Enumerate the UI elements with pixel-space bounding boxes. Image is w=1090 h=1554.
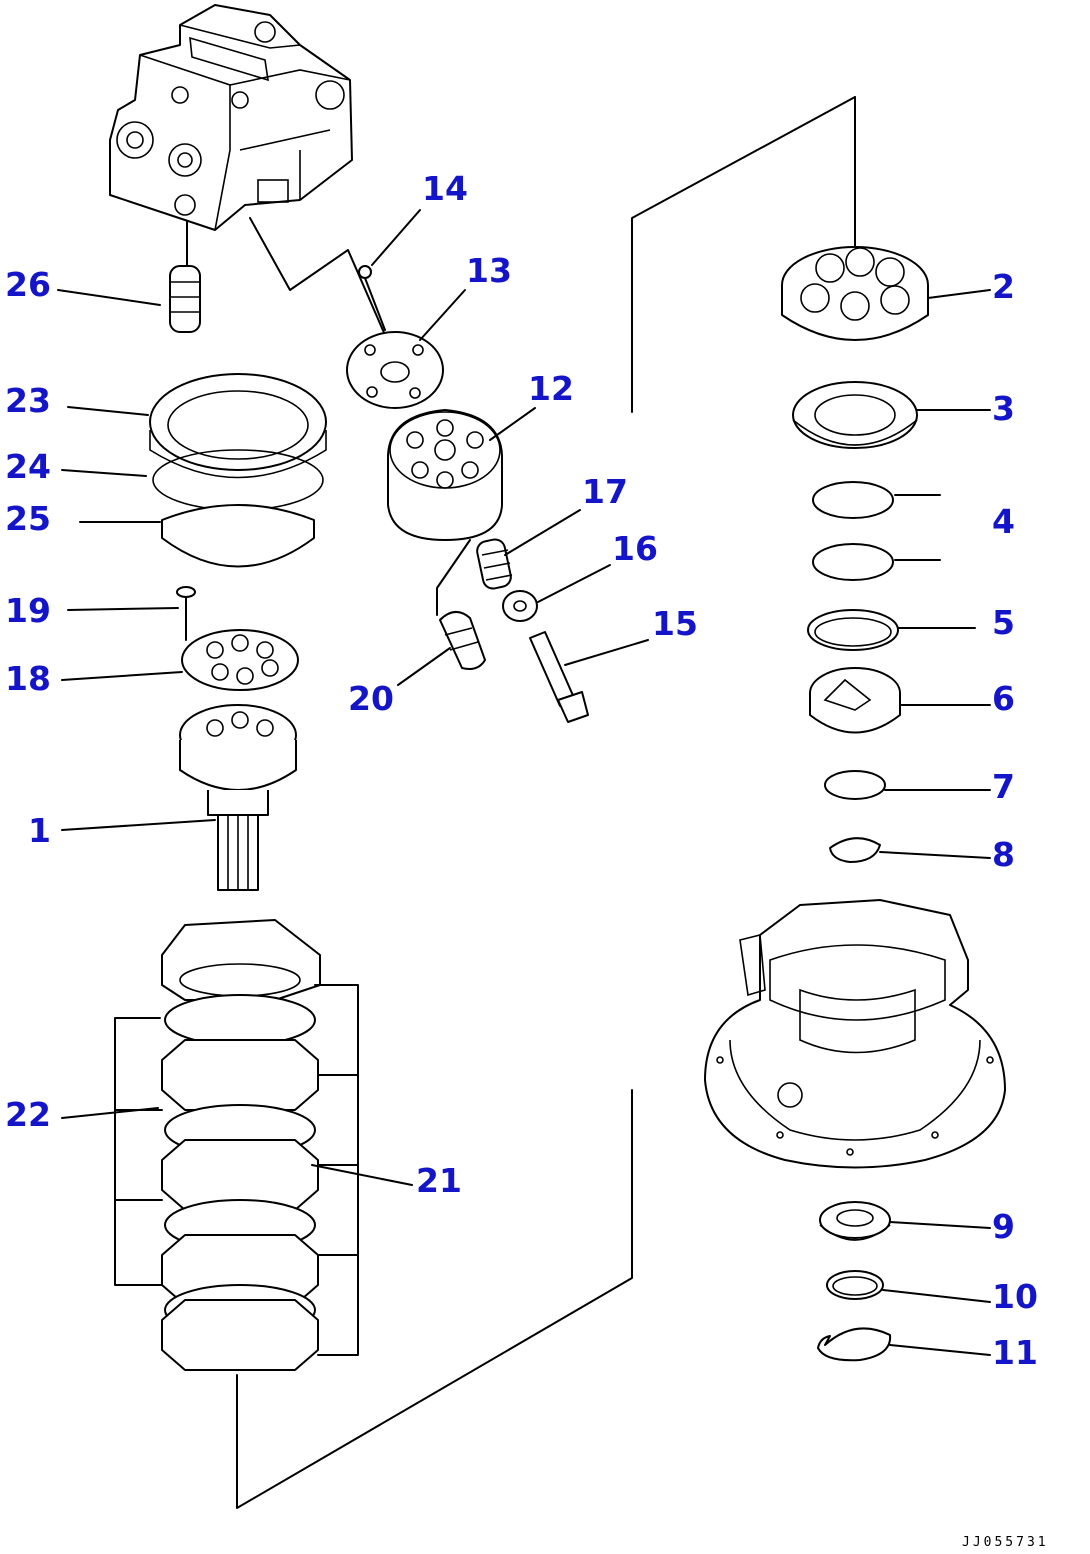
callout-13: 13 xyxy=(466,251,512,290)
snap-ring-11-part xyxy=(817,1327,892,1362)
callout-labels: 26 23 24 25 19 18 1 22 21 14 13 12 17 16… xyxy=(5,169,1038,1372)
callout-19: 19 xyxy=(5,591,51,630)
callout-12: 12 xyxy=(528,369,574,408)
callout-6: 6 xyxy=(992,679,1015,718)
callout-18: 18 xyxy=(5,659,51,698)
stack-plate xyxy=(164,994,316,1046)
assembly-guide-lines xyxy=(186,96,856,1509)
callout-17: 17 xyxy=(582,472,628,511)
stack-plate xyxy=(161,1139,319,1211)
callout-2: 2 xyxy=(992,267,1015,306)
piston-20-part xyxy=(439,611,486,670)
callout-16: 16 xyxy=(612,529,658,568)
plate-13-part xyxy=(346,331,444,409)
callout-9: 9 xyxy=(992,1207,1015,1246)
callout-24: 24 xyxy=(5,447,51,486)
ring-23-part xyxy=(149,373,327,479)
callout-21: 21 xyxy=(416,1161,462,1200)
stack-plate xyxy=(161,1299,319,1371)
leader-lines xyxy=(57,209,991,1356)
ring-10-part xyxy=(826,1270,884,1300)
callout-15: 15 xyxy=(652,604,698,643)
spring-26-part xyxy=(169,265,201,333)
callout-1: 1 xyxy=(28,811,51,850)
bearing-6-part xyxy=(809,667,901,734)
callout-23: 23 xyxy=(5,381,51,420)
ring-5-part xyxy=(807,609,899,651)
bolt-15-part xyxy=(529,631,589,723)
callout-25: 25 xyxy=(5,499,51,538)
plate-stack-21-22-part xyxy=(114,919,359,1371)
plate-18-part xyxy=(181,629,299,691)
snap-ring-7-part xyxy=(824,770,886,800)
snap-ring-8-part xyxy=(829,837,881,863)
bearing-2-part xyxy=(781,246,929,341)
ring-25-part xyxy=(161,504,315,568)
callout-4: 4 xyxy=(992,502,1015,541)
spring-17-part xyxy=(476,538,513,590)
callout-3: 3 xyxy=(992,389,1015,428)
callout-11: 11 xyxy=(992,1333,1038,1372)
shaft-1-part xyxy=(179,704,297,891)
callout-26: 26 xyxy=(5,265,51,304)
cylinder-12-part xyxy=(387,409,503,541)
callout-22: 22 xyxy=(5,1095,51,1134)
callout-5: 5 xyxy=(992,603,1015,642)
stack-plate xyxy=(161,1234,319,1306)
stack-plate xyxy=(161,1039,319,1111)
seal-9-part xyxy=(819,1201,891,1241)
callout-14: 14 xyxy=(422,169,468,208)
housing-part xyxy=(704,899,1006,1169)
callout-7: 7 xyxy=(992,767,1015,806)
shim-4-part xyxy=(812,481,894,581)
drawing-code: JJ055731 xyxy=(962,1535,1049,1550)
callout-8: 8 xyxy=(992,835,1015,874)
stack-plate xyxy=(161,919,321,1001)
washer-16-part xyxy=(502,590,538,622)
seal-3-part xyxy=(792,381,918,449)
pin-14-part xyxy=(358,265,386,331)
callout-10: 10 xyxy=(992,1277,1038,1316)
valve-block-part xyxy=(109,4,353,231)
bolt-19-part xyxy=(176,586,196,641)
callout-20: 20 xyxy=(348,679,394,718)
